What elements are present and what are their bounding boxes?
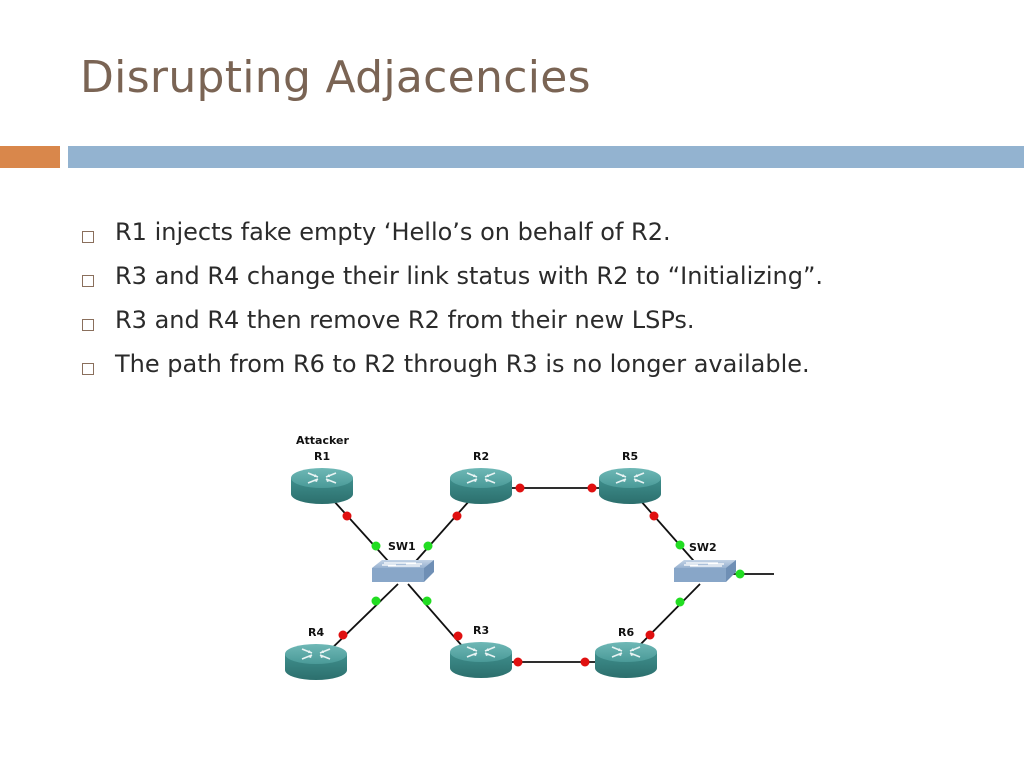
node-label-r1: R1 [314,450,330,463]
node-label-sw2: SW2 [689,541,717,554]
square-bullet-icon [82,275,94,287]
node-label-sw1: SW1 [388,540,416,553]
port-down-dot [645,630,655,640]
bullet-text: R1 injects fake empty ‘Hello’s on behalf… [115,218,671,246]
router-r5-icon [598,467,662,505]
port-up-dot [371,541,381,551]
port-down-dot [452,511,462,521]
port-up-dot [735,569,745,579]
port-up-dot [675,597,685,607]
link-sw2-r6 [629,583,701,656]
link-r5-sw2 [639,499,701,569]
link-sw1-r3 [407,583,471,656]
bullet-text: R3 and R4 then remove R2 from their new … [115,306,695,334]
accent-bar-orange [0,146,60,168]
node-label-r6: R6 [618,626,634,639]
attacker-label: Attacker [296,434,349,447]
router-r4-icon [284,643,348,681]
port-indicators [338,483,745,667]
square-bullet-icon [82,319,94,331]
square-bullet-icon [82,363,94,375]
link-sw1-r4 [324,583,399,656]
port-down-dot [513,657,523,667]
router-r3-icon [449,641,513,679]
node-label-r4: R4 [308,626,324,639]
port-down-dot [342,511,352,521]
port-up-dot [423,541,433,551]
switch-sw1-icon [371,559,435,583]
port-down-dot [453,631,463,641]
node-label-r5: R5 [622,450,638,463]
port-up-dot [371,596,381,606]
switch-sw2-icon [673,559,737,583]
router-r1-icon [290,467,354,505]
node-label-r2: R2 [473,450,489,463]
port-up-dot [422,596,432,606]
port-down-dot [338,630,348,640]
square-bullet-icon [82,231,94,243]
accent-bar-blue [68,146,1024,168]
port-down-dot [515,483,525,493]
router-r6-icon [594,641,658,679]
port-up-dot [675,540,685,550]
bullet-text: R3 and R4 change their link status with … [115,262,824,290]
router-r2-icon [449,467,513,505]
link-r2-sw1 [407,499,471,571]
node-label-r3: R3 [473,624,489,637]
bullet-text: The path from R6 to R2 through R3 is no … [115,350,810,378]
port-down-dot [649,511,659,521]
port-down-dot [580,657,590,667]
slide-title: Disrupting Adjacencies [80,52,591,103]
port-down-dot [587,483,597,493]
